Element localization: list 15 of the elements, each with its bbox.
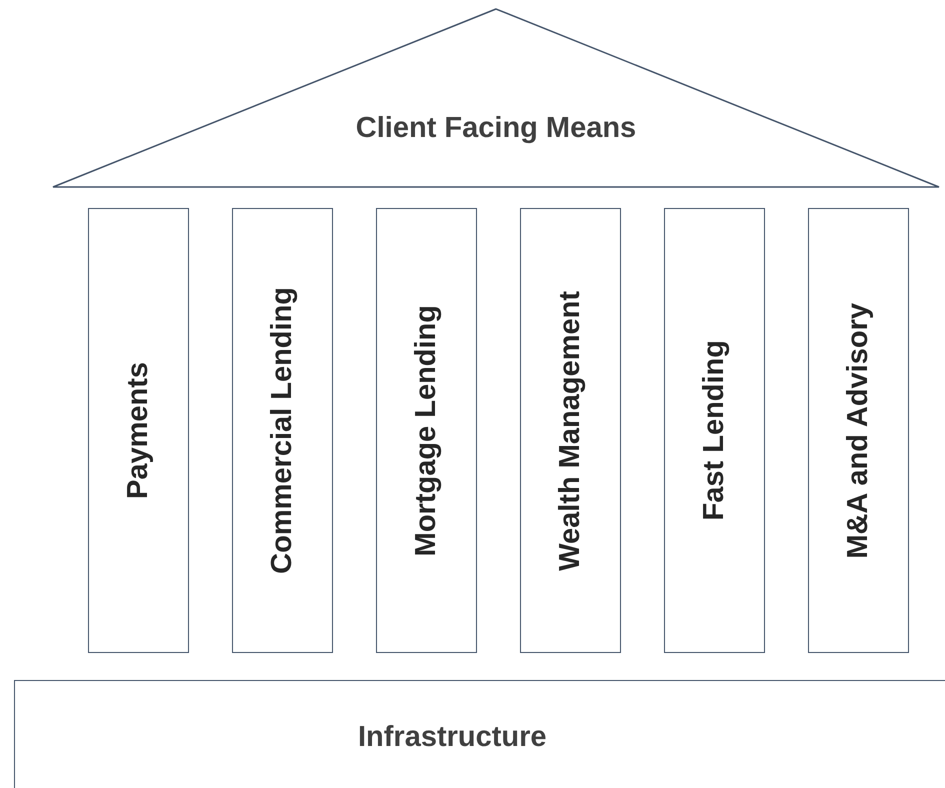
pillar-box	[232, 208, 333, 653]
pillar-label: Wealth Management	[554, 290, 587, 570]
pillar-box	[376, 208, 477, 653]
pillar-box	[520, 208, 621, 653]
pillar-box	[664, 208, 765, 653]
pillar-label: Payments	[122, 362, 155, 499]
pillar-label: Mortgage Lending	[410, 304, 443, 556]
pillar-label: M&A and Advisory	[842, 302, 875, 558]
pillar-label: Fast Lending	[698, 340, 731, 521]
base-box	[14, 680, 945, 788]
pillar-box	[808, 208, 909, 653]
roof-label: Client Facing Means	[356, 112, 636, 145]
base-label: Infrastructure	[358, 721, 547, 754]
pillar-box	[88, 208, 189, 653]
pillar-label: Commercial Lending	[266, 287, 299, 574]
